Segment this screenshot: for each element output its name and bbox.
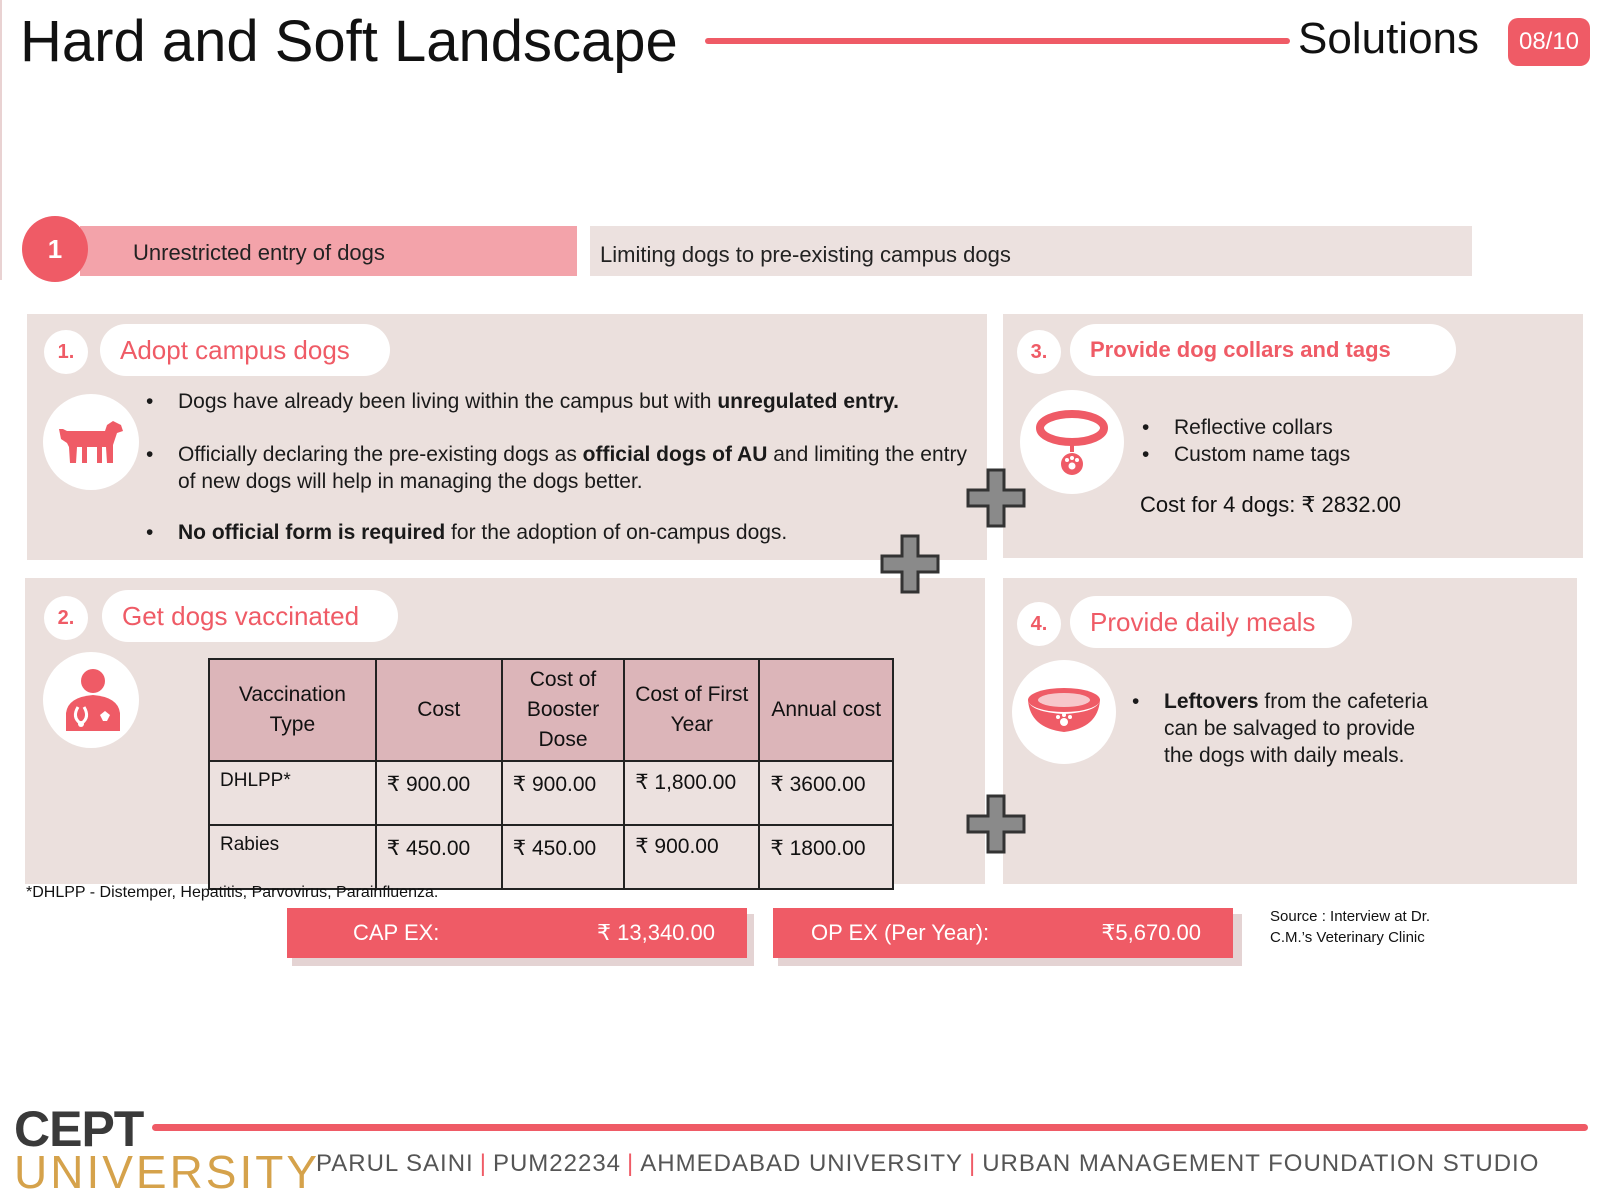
card1-bullet-3-bold: No official form is required	[178, 521, 446, 544]
card3-number: 3.	[1017, 330, 1061, 374]
card1-title: Adopt campus dogs	[100, 324, 390, 376]
cept-logo-bottom: UNIVERSITY	[14, 1146, 321, 1198]
card1-bullet-1-bold: unregulated entry.	[717, 390, 899, 413]
card4-bullet-1-bold: Leftovers	[1164, 690, 1259, 713]
card1-bullet-3-text: for the adoption of on-campus dogs.	[445, 521, 788, 544]
table-cell: ₹ 450.00	[374, 824, 503, 890]
table-cell: ₹ 450.00	[500, 824, 626, 890]
table-cell: Rabies	[208, 824, 377, 890]
dog-bowl-icon	[1012, 660, 1116, 764]
card3-cost: Cost for 4 dogs: ₹ 2832.00	[1140, 492, 1402, 517]
card2-title: Get dogs vaccinated	[102, 590, 398, 642]
title-rule	[705, 38, 1290, 44]
table-header-cell: Annual cost	[758, 658, 894, 762]
card1-bullet-1: Dogs have already been living within the…	[144, 388, 984, 415]
card4-bullet-1-text: from the cafeteria can be salvaged to pr…	[1164, 690, 1428, 767]
table-cell: ₹ 1800.00	[758, 824, 894, 890]
card3-bullet-2: Custom name tags	[1140, 441, 1560, 468]
table-header-row: Vaccination Type Cost Cost of Booster Do…	[208, 658, 894, 762]
table-cell: ₹ 1,800.00	[623, 760, 761, 826]
tab-unrestricted-entry[interactable]	[80, 226, 577, 276]
footer-separator: |	[968, 1150, 977, 1177]
footer-credits: PARUL SAINI|PUM22234|AHMEDABAD UNIVERSIT…	[316, 1150, 1539, 1178]
plus-icon	[966, 794, 1026, 854]
card1-bullet-3: No official form is required for the ado…	[144, 519, 984, 546]
card1-bullet-2-rest: and limiting the entry of new dogs will …	[178, 443, 967, 493]
vaccination-table: Vaccination Type Cost Cost of Booster Do…	[208, 658, 894, 890]
tab-limiting-dogs-label: Limiting dogs to pre-existing campus dog…	[600, 242, 1011, 267]
source-note: Source : Interview at Dr. C.M.’s Veterin…	[1270, 906, 1430, 948]
capex-value: ₹ 13,340.00	[597, 920, 715, 945]
tab-number-badge: 1	[22, 216, 88, 282]
footer-separator: |	[627, 1150, 635, 1177]
card1-bullet-2-text: Officially declaring the pre-existing do…	[178, 443, 583, 466]
card4-bullet-1: Leftovers from the cafeteria can be salv…	[1130, 688, 1430, 769]
footer-organization: AHMEDABAD UNIVERSITY	[640, 1150, 963, 1177]
card3-bullets: Reflective collars Custom name tags	[1140, 414, 1560, 468]
capex-box: CAP EX: ₹ 13,340.00	[287, 908, 747, 958]
table-header-cell: Cost of Booster Dose	[500, 658, 626, 762]
card1-number: 1.	[44, 330, 88, 374]
vaccination-footnote: *DHLPP - Distemper, Hepatitis, Parvoviru…	[26, 884, 439, 901]
source-line-1: Source : Interview at Dr.	[1270, 908, 1431, 925]
table-header-cell: Cost of First Year	[623, 658, 761, 762]
section-title: Solutions	[1298, 14, 1480, 63]
opex-box: OP EX (Per Year): ₹5,670.00	[773, 908, 1233, 958]
card4-number: 4.	[1017, 602, 1061, 646]
card3-bullet-1: Reflective collars	[1140, 414, 1560, 441]
table-cell: DHLPP*	[208, 760, 377, 826]
footer-studio: URBAN MANAGEMENT FOUNDATION STUDIO	[982, 1150, 1540, 1177]
plus-icon	[966, 468, 1026, 528]
table-cell: ₹ 3600.00	[758, 760, 894, 826]
table-cell: ₹ 900.00	[623, 824, 761, 890]
opex-label: OP EX (Per Year):	[811, 920, 990, 945]
dog-collar-icon	[1020, 390, 1124, 494]
tab-limiting-dogs[interactable]	[590, 226, 1472, 276]
page-title: Hard and Soft Landscape	[20, 9, 678, 74]
left-edge-rule	[0, 0, 2, 280]
table-cell: ₹ 900.00	[374, 760, 503, 826]
card4-bullets: Leftovers from the cafeteria can be salv…	[1130, 688, 1430, 769]
dog-icon	[43, 394, 139, 490]
card1-bullet-2: Officially declaring the pre-existing do…	[144, 441, 984, 495]
opex-value: ₹5,670.00	[1101, 920, 1201, 945]
tab-unrestricted-entry-label: Unrestricted entry of dogs	[133, 240, 385, 265]
footer-rule	[152, 1124, 1588, 1131]
source-line-2: C.M.’s Veterinary Clinic	[1270, 929, 1425, 946]
capex-label: CAP EX:	[353, 920, 440, 945]
table-header-cell: Cost	[374, 658, 503, 762]
veterinarian-icon	[43, 652, 139, 748]
card1-bullet-1-text: Dogs have already been living within the…	[178, 390, 718, 413]
table-row: DHLPP* ₹ 900.00 ₹ 900.00 ₹ 1,800.00 ₹ 36…	[208, 760, 894, 826]
table-row: Rabies ₹ 450.00 ₹ 450.00 ₹ 900.00 ₹ 1800…	[208, 824, 894, 890]
card1-bullet-2-bold: official dogs of AU	[582, 443, 768, 466]
footer-student-id: PUM22234	[492, 1150, 622, 1177]
plus-icon	[880, 534, 940, 594]
card2-number: 2.	[44, 596, 88, 640]
footer-separator: |	[479, 1150, 487, 1177]
cept-logo-top: CEPT	[14, 1101, 144, 1157]
card3-title: Provide dog collars and tags	[1070, 324, 1456, 376]
footer-author: PARUL SAINI	[316, 1150, 474, 1177]
table-header-cell: Vaccination Type	[208, 658, 377, 762]
card4-title: Provide daily meals	[1070, 596, 1352, 648]
table-cell: ₹ 900.00	[500, 760, 626, 826]
page-number-badge: 08/10	[1508, 18, 1590, 66]
card1-bullets: Dogs have already been living within the…	[144, 388, 984, 546]
